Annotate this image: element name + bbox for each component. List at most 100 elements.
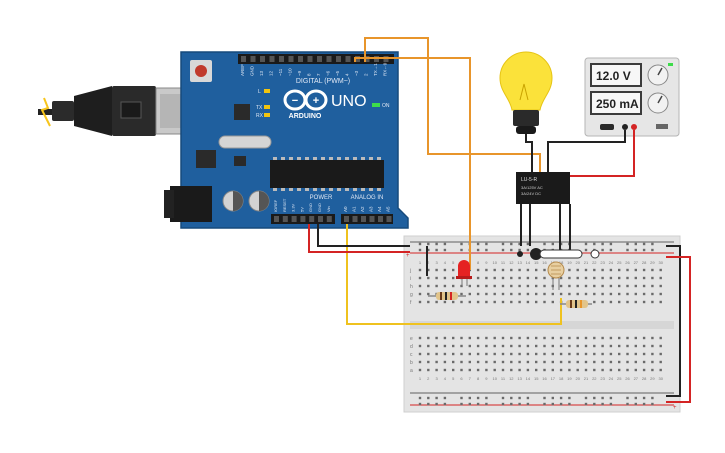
- bb-row-letter: j: [409, 268, 411, 274]
- analog-pin[interactable]: [361, 216, 366, 222]
- power-pin[interactable]: [318, 216, 323, 222]
- header-pin[interactable]: [317, 56, 322, 62]
- wire-black-gnd[interactable]: [317, 224, 410, 247]
- wire-black-bulb[interactable]: [525, 134, 533, 172]
- header-pin[interactable]: [250, 56, 256, 62]
- power-pin[interactable]: [291, 216, 297, 222]
- photoresistor[interactable]: [547, 261, 565, 290]
- bb-col-number: 18: [559, 376, 564, 381]
- header-pin[interactable]: [279, 56, 284, 62]
- wire-orange-led[interactable]: [354, 57, 471, 270]
- header-pin[interactable]: [288, 56, 294, 62]
- psu-output-switch[interactable]: [656, 124, 668, 129]
- psu-indicator: [668, 63, 673, 66]
- power-pin[interactable]: [274, 216, 279, 222]
- led-l: [264, 89, 270, 93]
- power-jack[interactable]: [164, 186, 212, 222]
- power-pin[interactable]: [326, 216, 332, 222]
- bb-col-number: 8: [477, 376, 480, 381]
- analog-label: ANALOG IN: [351, 195, 384, 201]
- power-pin[interactable]: [300, 216, 306, 222]
- analog-pin-label: A4: [377, 206, 382, 212]
- header-pin-label: ~11: [278, 68, 283, 76]
- bb-col-number: 23: [600, 260, 605, 265]
- current-readout: 250 mA: [596, 97, 639, 111]
- arduino-brand: ARDUINO: [289, 113, 322, 120]
- power-pin-label: Vin: [326, 206, 331, 212]
- led[interactable]: [456, 260, 472, 286]
- resistor-led[interactable]: [428, 292, 466, 300]
- power-pin[interactable]: [309, 216, 315, 222]
- analog-pin[interactable]: [386, 216, 392, 222]
- usb-chip: [234, 104, 250, 120]
- header-pin[interactable]: [241, 56, 246, 62]
- bb-row-letter: f: [410, 300, 412, 306]
- header-pin-label: ~9: [297, 70, 302, 76]
- psu-negative-terminal[interactable]: [622, 124, 628, 130]
- wire-red-5v[interactable]: [308, 224, 410, 253]
- header-pin[interactable]: [260, 56, 265, 62]
- header-pin[interactable]: [326, 56, 332, 62]
- wire-orange-relay[interactable]: [364, 37, 541, 172]
- wire-black-rail[interactable]: [666, 245, 681, 397]
- psu-positive-terminal[interactable]: [631, 124, 637, 130]
- bb-row-letter: e: [410, 336, 413, 342]
- bb-row-letter: g: [410, 292, 413, 298]
- uno-logo-text: UNO: [331, 93, 367, 110]
- bb-col-number: 3: [435, 260, 438, 265]
- psu-ground-terminal: [600, 124, 614, 130]
- header-pin[interactable]: [336, 56, 341, 62]
- voltage-knob[interactable]: [647, 64, 669, 86]
- pushbutton[interactable]: [517, 248, 600, 260]
- header-pin-label: RX←0: [383, 62, 388, 76]
- bb-col-number: 4: [444, 260, 447, 265]
- header-pin[interactable]: [269, 56, 275, 62]
- bb-col-number: 30: [658, 260, 663, 265]
- bb-row-letter: c: [410, 352, 413, 358]
- power-pin-label: RESET: [282, 198, 287, 212]
- bb-col-number: 7: [469, 376, 472, 381]
- analog-pin[interactable]: [352, 216, 358, 222]
- atmega-chip: [270, 160, 384, 188]
- rail-plus-top: +: [406, 253, 410, 259]
- bb-col-number: 30: [658, 376, 663, 381]
- current-display: [590, 91, 642, 115]
- wire-red-rail[interactable]: [666, 256, 691, 403]
- bb-row-letter: a: [410, 368, 413, 374]
- analog-pin[interactable]: [369, 216, 375, 222]
- bb-col-number: 8: [477, 260, 480, 265]
- bb-col-number: 18: [559, 260, 564, 265]
- wire-red-psu[interactable]: [570, 130, 635, 177]
- bb-col-number: 29: [650, 260, 655, 265]
- header-pin[interactable]: [298, 56, 303, 62]
- analog-header[interactable]: [341, 214, 393, 224]
- power-pin[interactable]: [282, 216, 288, 222]
- current-knob[interactable]: [647, 92, 669, 114]
- wire-black-psu[interactable]: [547, 130, 626, 172]
- svg-text:−: −: [292, 95, 298, 107]
- bb-col-number: 19: [567, 260, 572, 265]
- header-pin-label: ~5: [335, 70, 340, 76]
- analog-pin[interactable]: [344, 216, 349, 222]
- power-supply[interactable]: 12.0 V 250 mA: [584, 57, 680, 137]
- analog-pin-label: A1: [352, 206, 357, 212]
- header-pin-label: ~6: [326, 70, 331, 76]
- bb-col-number: 3: [435, 376, 438, 381]
- bb-col-number: 9: [485, 260, 488, 265]
- header-pin[interactable]: [307, 56, 313, 62]
- bb-row-letter: i: [410, 276, 411, 282]
- analog-pin[interactable]: [378, 216, 383, 222]
- relay[interactable]: LU-5-R 3A/125V AC 3A/24V DC: [516, 172, 570, 204]
- resistor-ldr[interactable]: [560, 300, 592, 308]
- digital-header[interactable]: [238, 54, 394, 64]
- light-bulb[interactable]: [499, 51, 553, 134]
- wires: [308, 37, 691, 403]
- relay-model: LU-5-R: [521, 177, 538, 183]
- bb-col-number: 29: [650, 376, 655, 381]
- regulator: [196, 150, 216, 168]
- header-pin-label: 7: [316, 73, 321, 76]
- wire-yellow-a0[interactable]: [346, 224, 562, 325]
- header-pin-label: ~10: [288, 68, 293, 76]
- header-pin[interactable]: [345, 56, 351, 62]
